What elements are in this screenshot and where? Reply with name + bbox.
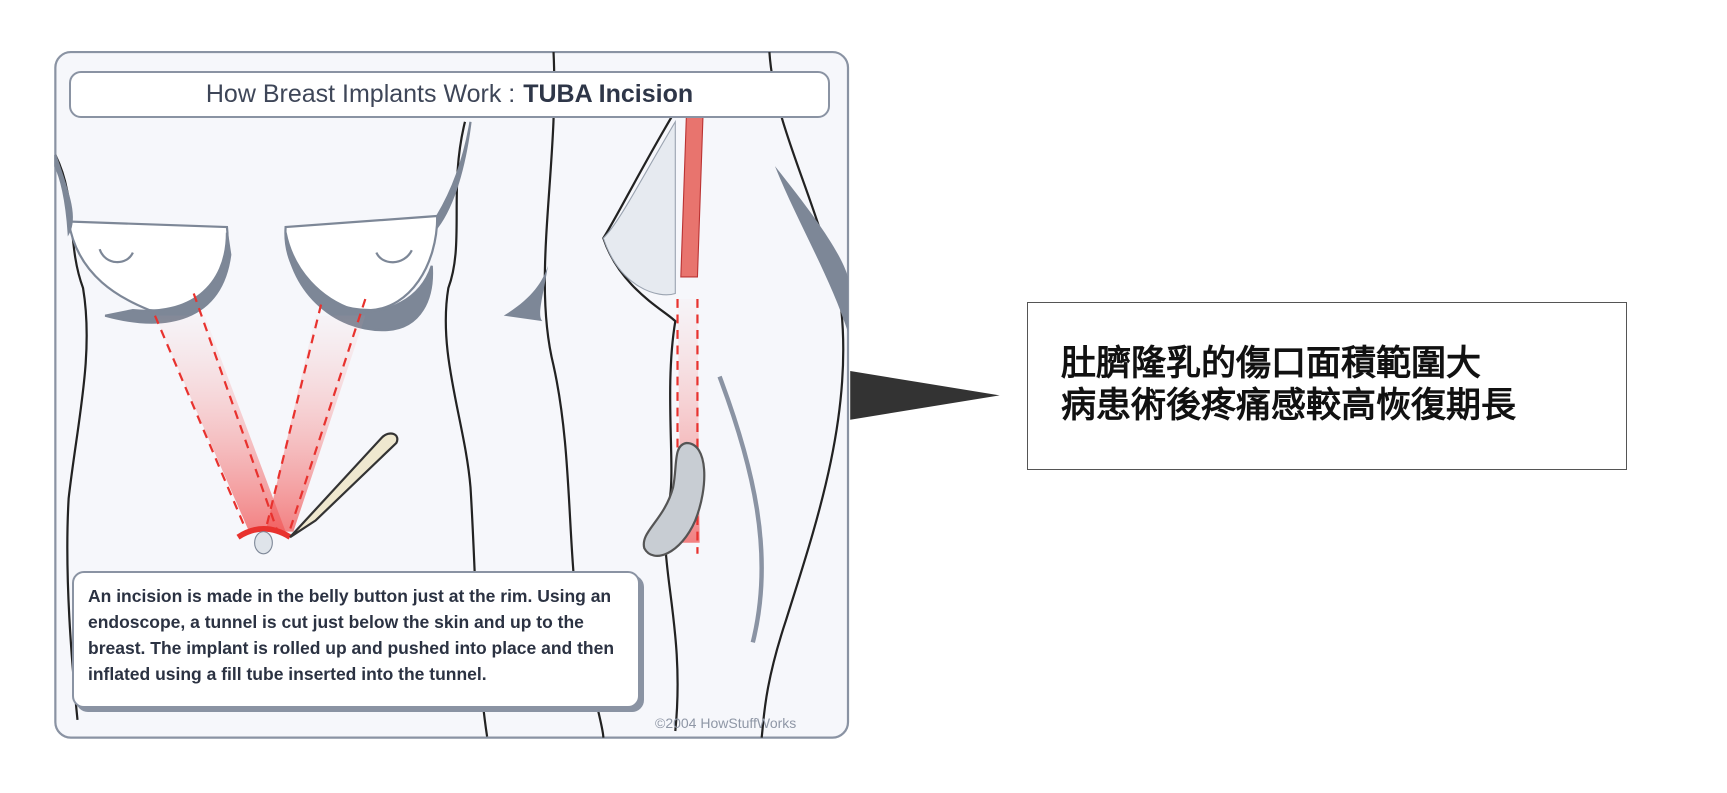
title-bold: TUBA Incision: [523, 80, 694, 108]
pointer-arrow: [850, 371, 1000, 420]
annotation-line-1: 肚臍隆乳的傷口面積範圍大: [1061, 344, 1482, 384]
figure-caption: An incision is made in the belly button …: [72, 571, 640, 708]
side-arm-shadow: [503, 265, 548, 322]
implant: [642, 441, 706, 557]
title-prefix: How Breast Implants Work :: [205, 80, 516, 108]
figure-title: How Breast Implants Work : TUBA Incision: [69, 71, 830, 118]
incision-tunnels: [153, 293, 367, 555]
side-torso: [602, 51, 845, 738]
copyright: ©2004 HowStuffWorks: [655, 715, 797, 731]
breasts: [54, 121, 472, 332]
annotation-box: 肚臍隆乳的傷口面積範圍大 病患術後疼痛感較高恢復期長: [1027, 302, 1627, 470]
scalpel-icon: [289, 432, 399, 539]
annotation-line-2: 病患術後疼痛感較高恢復期長: [1061, 386, 1517, 426]
